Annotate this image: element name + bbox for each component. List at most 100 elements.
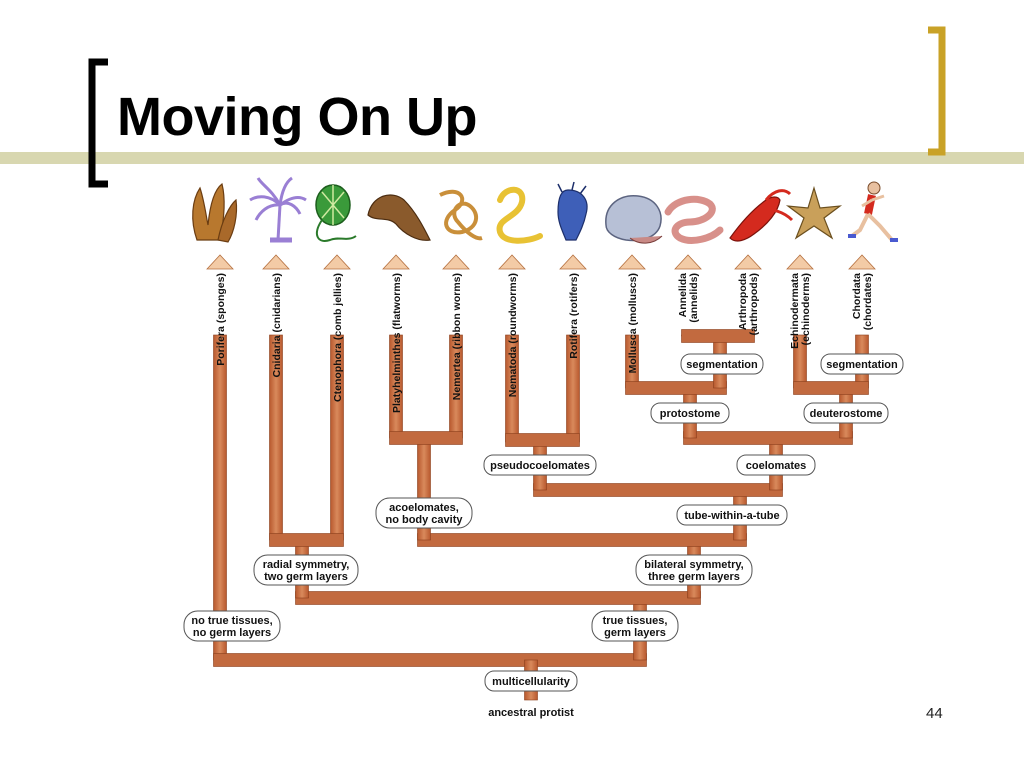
node-bilateral-symmetry-box [635,554,753,586]
phylum-11-arrow-head [848,254,876,270]
node-tube-within-a-tube-box [676,504,788,526]
lobster-icon [729,189,794,242]
node-pseudocoelomates-text: pseudocoelomates [490,460,590,472]
node-true-tissues: true tissues,germ layers [591,610,679,642]
phylum-label: Platyhelminthes (flatworms) [391,273,403,413]
phylum-0-arrow-head [206,254,234,270]
node-multicellularity-text: multicellularity [492,676,571,688]
phylum-common-name: (annelids) [688,273,700,323]
phylum-label: Chordata(chordates) [851,273,874,330]
phylum-2-arrow-head [323,254,351,270]
node-tube-within-a-tube: tube-within-a-tube [676,504,788,526]
roundworm-icon [496,186,543,244]
node-coelomates-text: coelomates [746,460,807,472]
node-pseudocoelomates-box [483,454,597,476]
phylum-name: Nematoda (roundworms) [507,273,519,397]
node-no-true-tissues-text: no germ layers [193,627,271,639]
node-deuterostome-box [803,402,889,424]
phylum-label: Annelida(annelids) [677,273,700,323]
root-label: ancestral protist [488,707,574,719]
node-radial-symmetry: radial symmetry,two germ layers [253,554,359,586]
page-number: 44 [926,705,943,722]
phyla-labels: Porifera (sponges) Cnidaria (cnidarians) C… [215,273,874,413]
node-segmentation-right-box [820,353,904,375]
phylum-label: Echinodermata(echinoderms) [789,273,812,349]
node-acoelomates-box [375,497,473,529]
node-radial-symmetry-box [253,554,359,586]
node-deuterostome: deuterostome [803,402,889,424]
phylum-9-arrow-head [734,254,762,270]
node-tube-within-a-tube-text: tube-within-a-tube [684,510,779,522]
phylum-name: Ctenophora (comb jellies) [332,273,344,402]
phylum-name: Mollusca (molluscs) [627,273,639,373]
node-true-tissues-text: germ layers [604,627,666,639]
right-bracket [928,26,946,156]
phylum-1-arrow-head [262,254,290,270]
phylum-4-arrow-head [442,254,470,270]
title-underline-bar [0,152,1024,164]
anemone-icon [249,176,307,243]
node-segmentation-right: segmentation [820,353,904,375]
phylum-common-name: (arthropods) [748,273,760,335]
starfish-icon [785,185,843,240]
phylum-5-arrow-head [498,254,526,270]
branch-pseudo-split [505,433,580,447]
phylum-name: Chordata [851,273,863,319]
phylum-label: Porifera (sponges) [215,273,227,366]
phylum-3-arrow-head [382,254,410,270]
phylum-label: Arthropoda(arthropods) [737,273,760,336]
phylum-name: Cnidaria (cnidarians) [271,273,283,377]
node-coelomates-box [736,454,816,476]
sponge-icon [192,182,238,243]
phylum-label: Nematoda (roundworms) [507,273,519,397]
branch-multicellularity [213,653,647,667]
node-segmentation-left: segmentation [680,353,764,375]
node-bilateral-symmetry-text: three germ layers [648,571,740,583]
node-acoelomates-text: no body cavity [385,514,463,526]
phylum-label: Nemertea (ribbon worms) [451,273,463,400]
node-bilateral-symmetry: bilateral symmetry,three germ layers [635,554,753,586]
branch-proto-split [625,381,727,395]
phylum-name: Arthropoda [737,273,749,330]
node-protostome: protostome [650,402,730,424]
node-true-tissues-box [591,610,679,642]
phylum-10-arrow-head [786,254,814,270]
phylum-common-name: (echinoderms) [800,273,812,345]
branch-bilateral-split [417,533,747,547]
slide-title: Moving On Up [117,87,477,147]
phylum-name: Rotifera (rotifers) [568,273,580,359]
earthworm-icon [664,195,724,244]
phylum-7-arrow-head [618,254,646,270]
comb-jelly-icon [315,184,357,242]
phylum-name: Platyhelminthes (flatworms) [391,273,403,413]
node-acoelomates-text: acoelomates, [389,502,459,514]
node-bilateral-symmetry-text: bilateral symmetry, [644,559,743,571]
phylum-label: Mollusca (molluscs) [627,273,639,373]
node-radial-symmetry-text: radial symmetry, [263,559,350,571]
node-coelomates: coelomates [736,454,816,476]
phylum-name: Echinodermata [789,273,801,349]
rotifer-icon [557,181,588,241]
node-multicellularity: multicellularity [484,670,578,692]
phylum-common-name: (chordates) [862,273,874,330]
node-segmentation-right-text: segmentation [826,359,898,371]
branch-acoel-split [389,431,463,445]
phylum-6-arrow-head [559,254,587,270]
node-segmentation-left-text: segmentation [686,359,758,371]
node-segmentation-left-box [680,353,764,375]
flatworm-icon [367,194,431,241]
node-radial-symmetry-text: two germ layers [264,571,348,583]
branch-seg-left-split [681,329,755,343]
branch-radial-split [269,533,344,547]
phylum-label: Ctenophora (comb jellies) [332,273,344,402]
organism-row [192,176,898,244]
node-acoelomates: acoelomates,no body cavity [375,497,473,529]
phylum-name: Annelida [677,273,689,317]
node-deuterostome-text: deuterostome [810,408,883,420]
ribbon-worm-icon [439,189,483,241]
phylum-label: Rotifera (rotifers) [568,273,580,359]
phylum-8-arrow-head [674,254,702,270]
phylum-label: Cnidaria (cnidarians) [271,273,283,377]
